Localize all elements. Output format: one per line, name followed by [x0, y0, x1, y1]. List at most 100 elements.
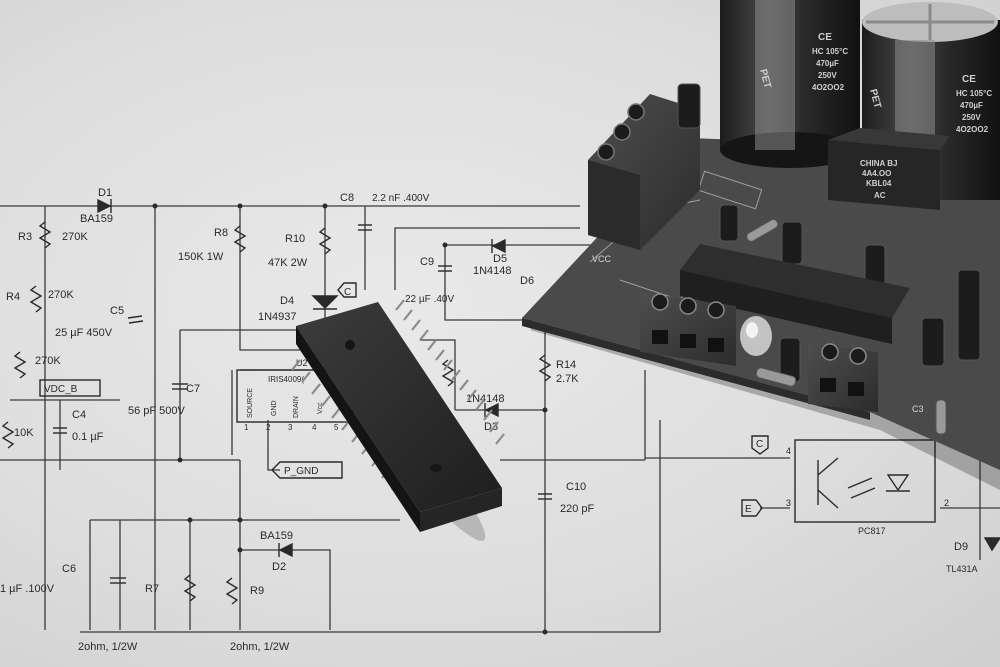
label-d4: D4 — [280, 295, 294, 307]
electrolytic-capacitor-1: CE HC 105°C 470µF 250V 4O2OO2 PET — [720, 0, 860, 168]
pcb-resistors — [746, 219, 947, 435]
label-d2: D2 — [272, 561, 286, 573]
label-pin5: 5 — [334, 423, 339, 432]
diode-d2 — [278, 542, 293, 558]
bridge-line2: 4A4.OO — [862, 169, 891, 178]
label-r4-val: 270K — [48, 289, 74, 301]
bridge-rectifier: CHINA BJ 4A4.OO KBL04 AC — [828, 128, 950, 210]
label-pin1: 1 — [244, 423, 249, 432]
label-r5-val: 270K — [35, 355, 61, 367]
capacitor-c4 — [53, 427, 67, 434]
label-e-box: E — [745, 504, 752, 515]
pcb-board: VCC C3 CE HC 105°C 470µF 250V 4O2OO2 PET — [522, 0, 1000, 490]
opto-led — [886, 474, 910, 492]
pc817-outline — [794, 439, 936, 523]
label-c9-val: 22 µF .40V — [405, 294, 454, 305]
label-r9: R9 — [250, 585, 264, 597]
label-r14-val: 2.7K — [556, 373, 579, 385]
schematic-components — [1, 198, 1000, 635]
label-r-left-val: 10K — [14, 427, 34, 439]
capacitor-c8 — [358, 224, 372, 231]
c-box-2 — [751, 435, 769, 455]
diode-d1 — [97, 198, 112, 214]
label-r3-val: 270K — [62, 231, 88, 243]
capacitor-c6 — [110, 577, 126, 584]
label-c7-val: 56 pF 500V — [128, 405, 186, 417]
label-r10: R10 — [285, 233, 305, 245]
resistor-r5 — [13, 351, 27, 379]
label-r4: R4 — [6, 291, 20, 303]
label-d6: D6 — [520, 275, 534, 287]
cap1-cap: 470µF — [816, 59, 839, 68]
label-c8: C8 — [340, 192, 354, 204]
label-p-gnd: P_GND — [284, 466, 318, 477]
bridge-line3: KBL04 — [866, 179, 892, 188]
terminal-block-front-1 — [640, 292, 736, 366]
label-d5-val: 1N4148 — [473, 265, 512, 277]
label-c5-val: 25 µF 450V — [55, 327, 113, 339]
resistor-mid — [441, 359, 455, 387]
label-c6: C6 — [62, 563, 76, 575]
label-vdc-b: VDC_B — [44, 384, 78, 395]
resistor-r10 — [318, 227, 332, 255]
resistor-r9 — [225, 577, 239, 605]
label-c6-val: 1 µF .100V — [0, 583, 55, 595]
label-pin-vcc: Vcc — [317, 402, 324, 414]
label-d9: D9 — [954, 541, 968, 553]
label-c9: C9 — [420, 256, 434, 268]
label-c10: C10 — [566, 481, 586, 493]
label-d1: D1 — [98, 187, 112, 199]
ic-body — [296, 302, 502, 512]
label-d5: D5 — [493, 253, 507, 265]
bridge-line4: AC — [874, 191, 886, 200]
label-r7: R7 — [145, 583, 159, 595]
label-pc817: PC817 — [858, 526, 886, 536]
label-u2-val: IRIS4009( — [268, 375, 304, 384]
label-pin4: 4 — [312, 423, 317, 432]
c-box-1 — [337, 282, 357, 298]
label-opto-pin2: 2 — [944, 498, 949, 508]
vdc-b-box — [39, 379, 101, 397]
label-c8-val: 2.2 nF .400V — [372, 193, 430, 204]
label-c-box-2: C — [756, 439, 763, 450]
junction-dots — [152, 203, 548, 635]
label-c4: C4 — [72, 409, 86, 421]
label-pin-drain: DRAIN — [293, 396, 300, 418]
label-pin-source: SOURCE — [247, 388, 254, 418]
label-ba159-top: BA159 — [80, 213, 113, 225]
small-capacitors — [677, 83, 981, 383]
cap2-brand: CE — [962, 74, 976, 85]
terminal-block-front-2 — [808, 343, 878, 412]
label-r9-note: 2ohm, 1/2W — [230, 641, 290, 653]
label-c5: C5 — [110, 305, 124, 317]
label-ba159-bottom: BA159 — [260, 530, 293, 542]
pcb-transformer-block — [680, 244, 910, 318]
label-r7-note: 2ohm, 1/2W — [78, 641, 138, 653]
diode-d5 — [491, 238, 506, 254]
cap2-code: 4O2OO2 — [956, 125, 989, 134]
ic-mark — [430, 464, 442, 472]
e-box — [741, 499, 763, 517]
capacitor-c10 — [538, 493, 552, 500]
capacitor-c5 — [127, 315, 144, 324]
resistor-r4 — [29, 285, 43, 313]
label-d3-val: 1N4148 — [466, 393, 505, 405]
diode-d9 — [983, 537, 1000, 552]
schematic-wires — [0, 205, 1000, 633]
label-pin3: 3 — [288, 423, 293, 432]
label-d3: D3 — [484, 421, 498, 433]
label-c-box-1: C — [344, 287, 351, 298]
resistor-r14 — [538, 354, 552, 382]
resistor-r7 — [183, 574, 197, 602]
diode-d4 — [311, 295, 339, 310]
label-r14: R14 — [556, 359, 576, 371]
schematic-labels: D1 BA159 C8 2.2 nF .400V R3 270K R8 150K… — [0, 187, 978, 653]
label-d4-val: 1N4937 — [258, 311, 297, 323]
opto-transistor — [817, 457, 839, 509]
terminal-block-vertical — [588, 94, 700, 250]
label-tl431a: TL431A — [946, 564, 978, 574]
label-r8-val: 150K 1W — [178, 251, 224, 263]
dip-ic-chip — [291, 299, 505, 541]
label-r10-val: 47K 2W — [268, 257, 308, 269]
